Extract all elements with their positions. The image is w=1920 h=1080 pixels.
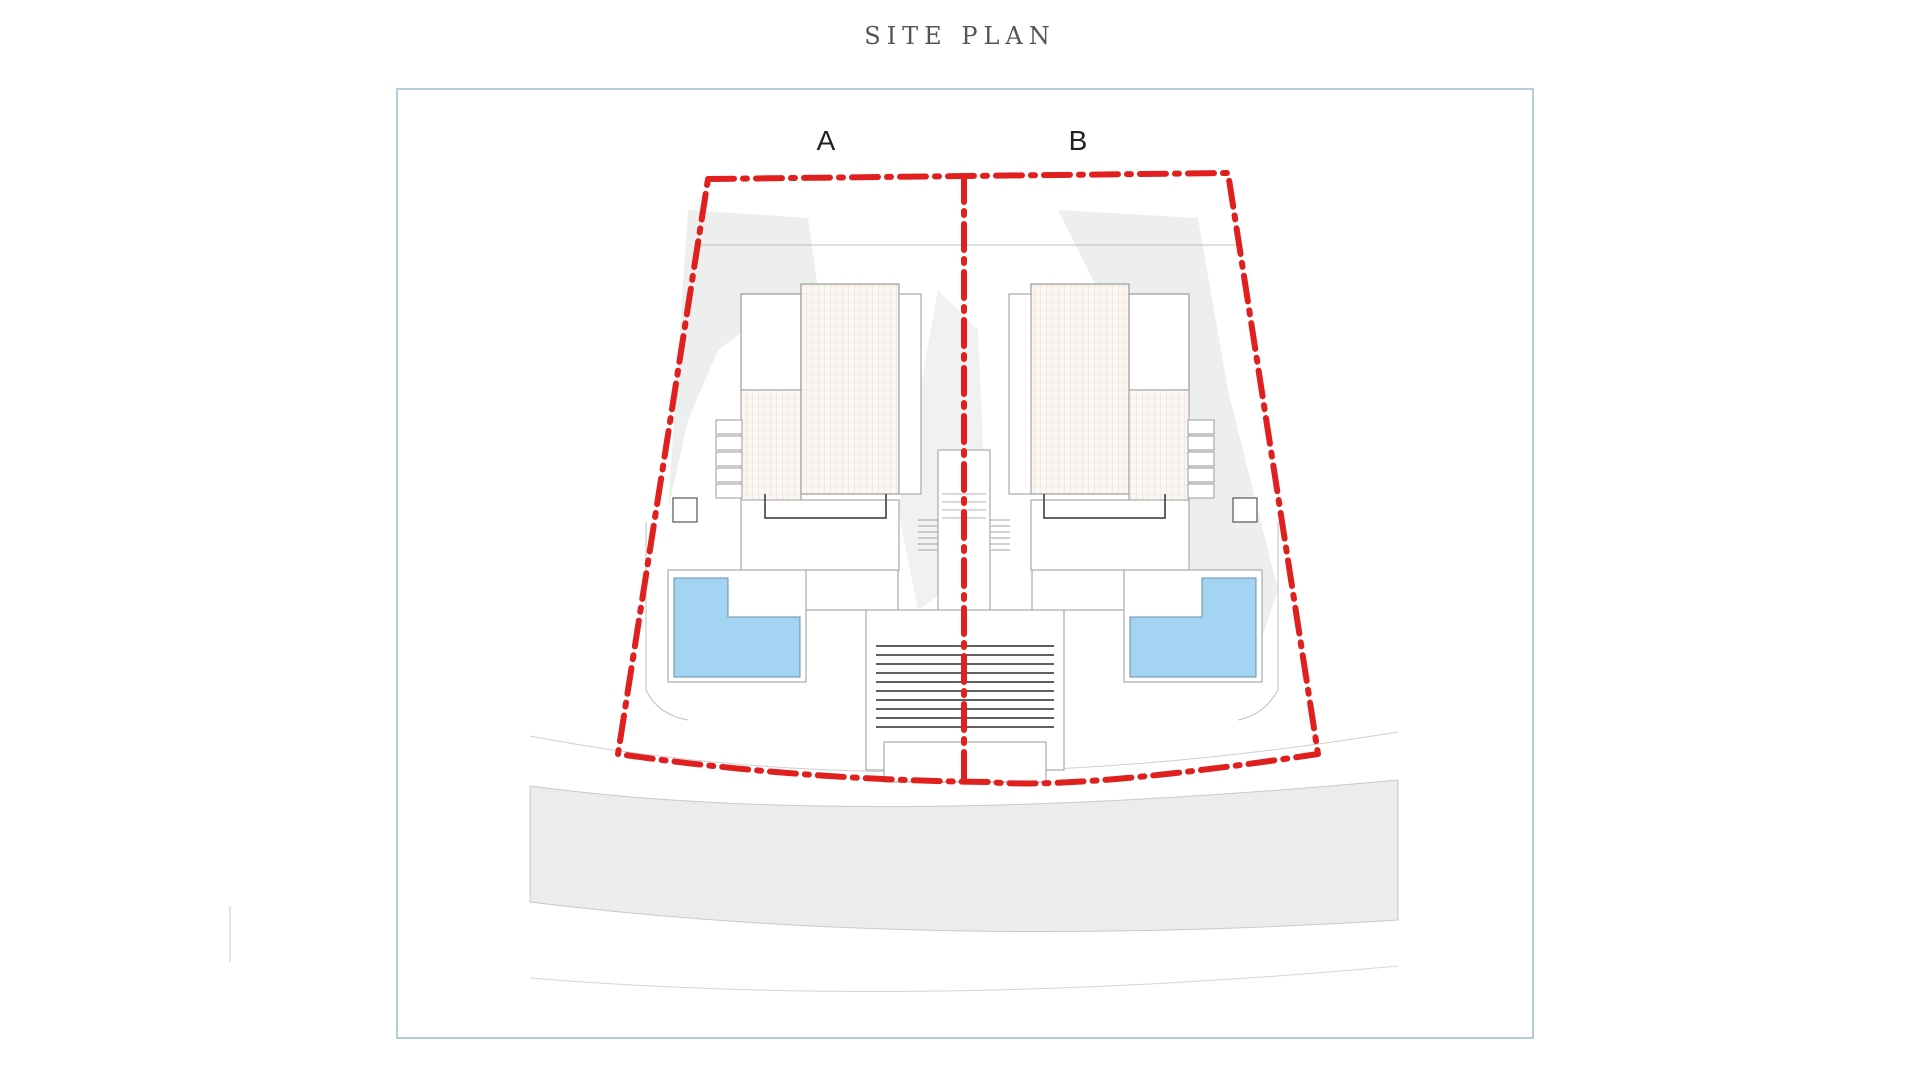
house-b-side-strip [1008, 293, 1032, 495]
vegetation-left [668, 210, 818, 510]
house-b-wing [1128, 389, 1190, 501]
house-b-entry [1031, 569, 1125, 611]
plot-boundaries [615, 170, 1321, 787]
site-plan-drawing: A B [529, 125, 1399, 992]
house-a-entry [805, 569, 899, 611]
house-a-garage-block [740, 293, 802, 391]
house-b-garage-block [1128, 293, 1190, 391]
plot-label-b: B [1069, 125, 1088, 156]
property-lines [645, 244, 1279, 721]
house-b-terrace [1030, 499, 1190, 571]
house-a-steps [715, 419, 743, 499]
house-a-planter [672, 497, 698, 523]
road-edge-lower [529, 965, 1399, 992]
house-a-roof [800, 283, 900, 495]
edge-marker [229, 906, 231, 962]
page-title: SITE PLAN [864, 22, 1056, 50]
house-b-pool [1129, 577, 1257, 678]
site-plan-frame: A B [396, 88, 1534, 1039]
house-b [990, 283, 1263, 683]
house-b-roof [1030, 283, 1130, 495]
house-a-pool [673, 577, 801, 678]
boundary-outline [615, 170, 1321, 787]
house-a-balcony [764, 494, 887, 519]
house-a-side-strip [898, 293, 922, 495]
house-a [667, 283, 938, 683]
house-b-steps [1187, 419, 1215, 499]
house-a-wing [740, 389, 802, 501]
plot-label-a: A [817, 125, 836, 156]
house-b-planter [1232, 497, 1258, 523]
house-a-stair [918, 519, 938, 551]
road-surface [529, 779, 1399, 933]
house-b-balcony [1043, 494, 1166, 519]
house-b-stair [990, 519, 1010, 551]
